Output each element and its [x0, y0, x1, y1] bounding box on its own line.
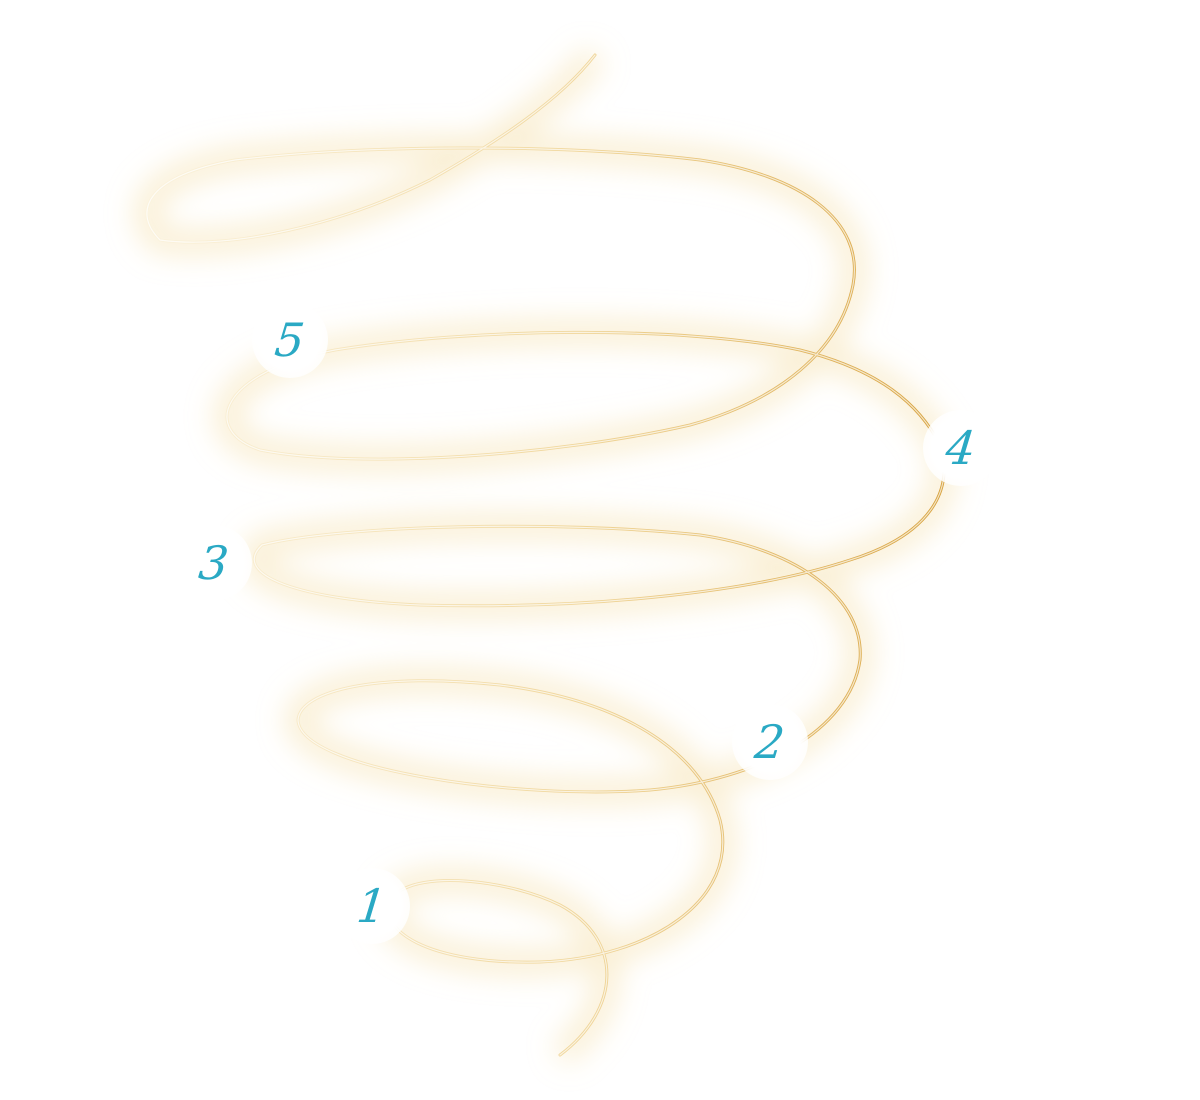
spiral-glow — [133, 46, 957, 1066]
marker-1-label: 1 — [354, 879, 390, 933]
marker-2-label: 2 — [752, 715, 788, 769]
marker-5: 5 — [252, 302, 328, 378]
marker-1: 1 — [334, 868, 410, 944]
spiral-ribbon — [145, 53, 946, 1057]
marker-3-label: 3 — [196, 536, 232, 590]
marker-4: 4 — [923, 410, 999, 486]
marker-3: 3 — [176, 525, 252, 601]
marker-2: 2 — [732, 704, 808, 780]
marker-4-label: 4 — [943, 421, 979, 475]
marker-5-label: 5 — [272, 313, 308, 367]
